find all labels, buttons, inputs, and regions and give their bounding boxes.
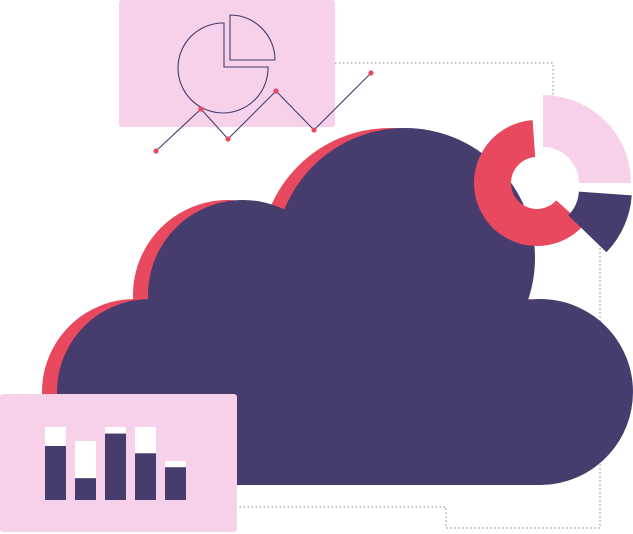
line-point [225,136,231,142]
bar-fill [105,433,126,500]
bar-chart-icon [45,427,186,500]
donut-chart-icon [474,95,632,253]
bar-fill [165,467,186,500]
donut-segment-purple [568,191,632,253]
line-point [368,70,374,76]
line-point [311,127,317,133]
connector-top [335,62,554,96]
pie-chart-card [119,0,335,127]
donut-segment-pink [543,95,631,183]
donut-segment-red [474,120,584,246]
line-point [153,148,159,154]
bar-fill [135,453,156,500]
cloud-icon [57,128,633,485]
bar-fill [75,478,96,500]
line-point [273,88,279,94]
line-chart-icon [153,70,374,154]
bar-fill [45,445,66,500]
line-point [198,106,204,112]
pie-chart-icon [177,14,276,114]
